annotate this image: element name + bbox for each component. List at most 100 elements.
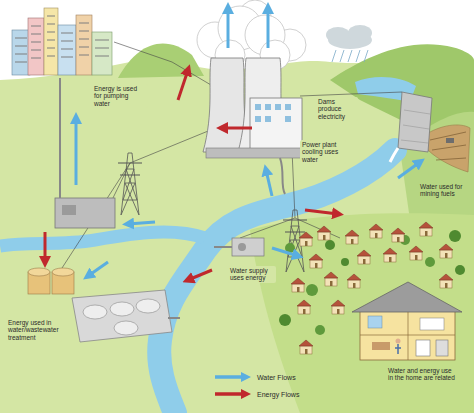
land [118,44,204,78]
trees [325,240,335,250]
trees [425,257,435,267]
legend-arrow [214,372,252,382]
land [250,213,474,413]
home-cutaway [360,310,455,360]
power-plant [265,104,271,110]
city-buildings [15,16,109,62]
water-flow-arrows [75,118,78,185]
legend-label: Water Flows [257,374,296,381]
legend-arrow-head [241,372,251,382]
houses [369,224,383,238]
rain-cloud [348,25,372,41]
treatment-plant [28,268,50,276]
home-cutaway [396,339,401,344]
city-buildings [92,32,112,75]
water-flow-arrows [272,248,298,256]
power-plant [285,104,291,110]
houses [317,226,331,240]
power-plant [206,98,306,194]
city-buildings [12,30,30,75]
home-cutaway [395,344,401,354]
water-supply-station [238,243,246,251]
pump-station [62,205,76,215]
callout-label: Power plant cooling uses water [300,140,346,164]
houses [391,228,405,242]
treatment-plant [168,317,180,319]
home-cutaway [372,342,390,350]
home-cutaway [352,282,462,360]
home-cutaway [360,312,455,360]
pump-station [55,198,115,228]
houses [309,254,323,268]
houses [439,244,453,258]
callout-label: Energy is used for pumping water [92,84,148,108]
treatment-plant [83,305,107,319]
home-cutaway [416,340,430,356]
trees [455,265,465,275]
home-cutaway [352,282,462,312]
water-supply-station [214,246,232,248]
energy-flow-arrows [222,127,252,130]
legend-arrow-head [241,389,251,399]
power-lines [62,42,402,268]
city-buildings [44,8,58,75]
treatment-plant [72,290,172,342]
rain-cloud [326,25,372,62]
mining-site [425,125,470,172]
pump-station [59,78,61,198]
land [0,44,474,413]
houses [357,250,371,264]
home-cutaway [420,318,444,330]
dam [390,92,432,162]
power-lines [240,218,295,238]
dam [401,110,430,143]
water-flow-arrows [88,262,108,276]
power-plant [275,104,281,110]
power-plant [255,104,261,110]
legend-arrow-shaft [215,375,242,379]
energy-flow-arrows [44,232,47,262]
pylons [118,153,307,272]
water-supply-station [214,238,264,256]
water-flow-arrows [227,8,230,48]
power-plant [280,158,285,194]
legend-arrow-shaft [215,392,242,396]
pylons [118,153,142,215]
trees [449,230,461,242]
river [159,150,395,413]
houses [409,246,423,260]
water-flow-arrows [128,222,155,224]
treatment-plant [52,268,74,276]
energy-flow-arrows [188,270,212,280]
power-plant [255,116,261,122]
city-buildings [76,15,92,75]
houses [299,340,313,354]
mining-site [425,125,470,172]
dam [398,92,432,152]
mining-site [430,132,466,160]
rain-cloud [332,50,368,62]
houses [324,272,338,286]
energy-flow-arrows [45,70,338,280]
callout-label: Energy used in water/wastewater treatmen… [6,318,62,342]
callout-label: Water supply uses energy [228,266,276,283]
trees [279,230,465,335]
home-cutaway [368,316,382,328]
treatment-plant [136,299,160,313]
power-plant [285,116,291,122]
energy-flow-arrows [305,210,338,214]
houses [297,300,311,314]
dam [390,148,398,162]
treatment-plant [114,321,138,335]
home-cutaway [436,340,448,356]
houses [439,274,453,288]
power-lines [300,92,402,96]
trees [341,258,349,266]
water-flow-arrows [266,170,272,196]
city-buildings [12,8,112,75]
houses [331,300,345,314]
power-plant [250,98,302,154]
trees [279,314,291,326]
